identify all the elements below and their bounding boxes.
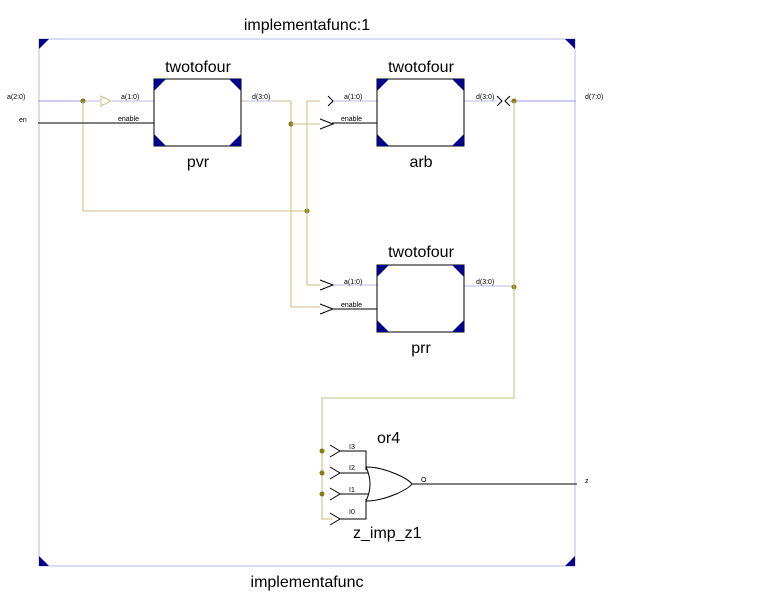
wire-arb-a[interactable]	[306, 100, 320, 211]
frame-corner-tr	[565, 39, 575, 49]
ripper-or-i2	[329, 466, 341, 480]
ripper-d-2	[504, 95, 511, 107]
buffer-triangle	[100, 95, 113, 107]
block-pvr-pin-en: enable	[118, 116, 139, 123]
port-label-d: d(7:0)	[585, 94, 603, 101]
block-prr[interactable]: twotofour prr a(1:0) enable d(3:0)	[341, 244, 494, 357]
or4-pin-i1: I1	[349, 487, 355, 494]
block-pvr-name: pvr	[187, 154, 210, 171]
ripper-arb-a	[327, 95, 334, 107]
or4-pin-i3: I3	[349, 444, 355, 451]
junction-or-i2	[319, 470, 325, 476]
block-prr-type: twotofour	[388, 244, 454, 261]
wire-or-i0[interactable]	[340, 499, 367, 520]
block-arb-type: twotofour	[388, 59, 454, 76]
block-arb-body[interactable]	[376, 78, 465, 147]
block-prr-pin-d: d(3:0)	[476, 279, 494, 286]
ripper-prr-en	[319, 303, 335, 315]
frame-corner-br	[565, 556, 575, 566]
block-pvr-pin-d: d(3:0)	[252, 94, 270, 101]
or4-pin-i0: I0	[349, 509, 355, 516]
block-arb-pin-d: d(3:0)	[476, 94, 494, 101]
wire-pvr-to-prr-en[interactable]	[290, 101, 320, 308]
junction-or-i1	[319, 491, 325, 497]
block-prr-name: prr	[411, 340, 431, 357]
block-arb-name: arb	[409, 154, 432, 171]
block-prr-body[interactable]	[376, 264, 465, 333]
block-arb-pin-en: enable	[341, 116, 362, 123]
instance-title: implementafunc:1	[244, 17, 370, 34]
or4-pin-i2: I2	[349, 465, 355, 472]
frame-corner-tl	[39, 39, 49, 49]
port-label-a: a(2:0)	[7, 94, 25, 101]
or4-gate-name: z_imp_z1	[353, 525, 422, 542]
block-arb-pin-a: a(1:0)	[344, 94, 362, 101]
wire-a-tap[interactable]	[82, 101, 307, 212]
block-pvr-type: twotofour	[165, 59, 231, 76]
block-prr-pin-a: a(1:0)	[344, 279, 362, 286]
ripper-or-i1	[329, 487, 341, 501]
ripper-arb-en	[319, 118, 335, 130]
module-frame[interactable]	[38, 38, 576, 567]
block-arb[interactable]: twotofour arb a(1:0) enable d(3:0)	[341, 59, 494, 171]
or4-gate[interactable]: or4 z_imp_z1 I3 I2 I1 I0 O	[349, 430, 427, 542]
ripper-or-i3	[329, 444, 341, 458]
block-pvr-body[interactable]	[153, 78, 242, 147]
or4-gate-body[interactable]	[365, 466, 413, 502]
wire-prr-a[interactable]	[306, 211, 320, 286]
ripper-d-1	[496, 95, 503, 107]
frame-corner-bl	[39, 556, 49, 566]
wire-d-to-or[interactable]	[321, 101, 515, 520]
or4-pin-o: O	[421, 477, 427, 484]
port-label-z: z	[585, 478, 589, 485]
footer-title: implementafunc	[251, 574, 364, 591]
block-prr-pin-en: enable	[341, 302, 362, 309]
or4-gate-type: or4	[377, 430, 400, 447]
port-label-en: en	[19, 117, 27, 124]
block-pvr[interactable]: twotofour pvr a(1:0) enable d(3:0)	[118, 59, 270, 171]
junction-or-i3	[319, 448, 325, 454]
block-pvr-pin-a: a(1:0)	[121, 94, 139, 101]
ripper-prr-a	[319, 279, 335, 291]
wire-or-i3[interactable]	[340, 450, 367, 470]
